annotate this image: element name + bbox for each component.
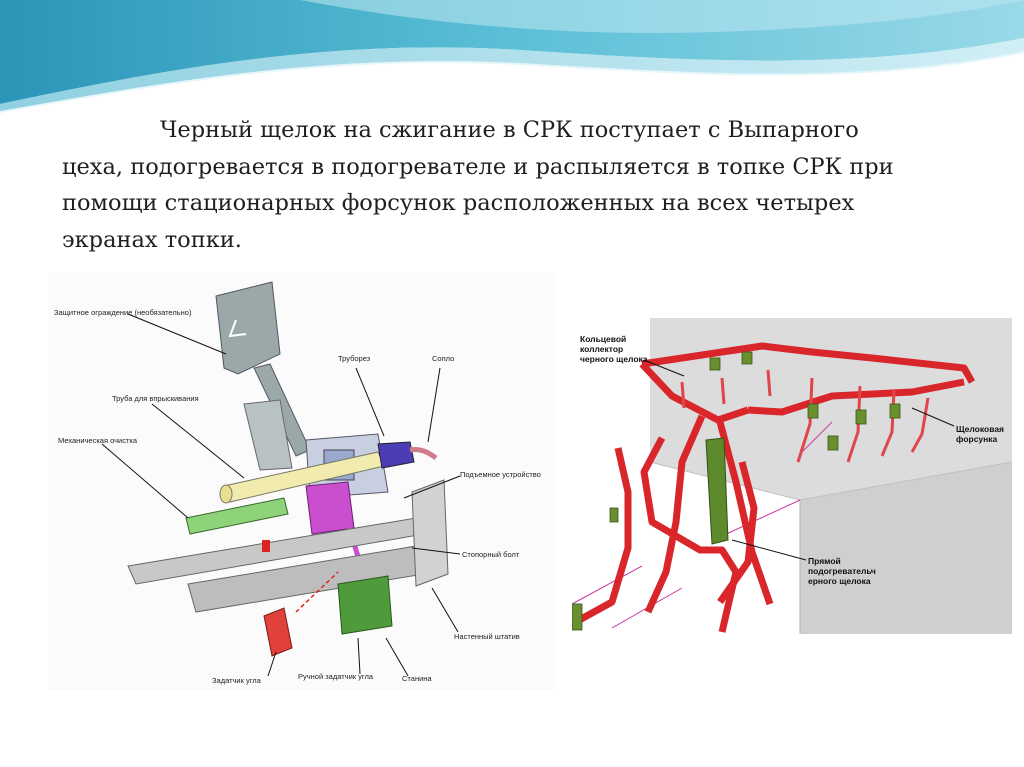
burner-assembly-drawing [101, 281, 461, 677]
label-angle-sensor: Задатчик угла [212, 676, 261, 685]
label-lift: Подъемное устройство [460, 470, 541, 479]
label-nozzle: Сопло [432, 354, 455, 363]
label-pipe-cleaner: Труборез [338, 354, 371, 363]
piping-diagram-drawing [570, 318, 1013, 634]
paragraph-line-1: Черный щелок на сжигание в СРК поступает… [160, 117, 859, 143]
label-guard: Защитное ограждение (необязательно) [54, 308, 192, 317]
piping-diagram-figure: Кольцевой коллектор черного щелока Щелок… [570, 312, 1013, 654]
label-stop-bolt: Стопорный болт [462, 550, 520, 559]
label-direct-heater: Прямой подогревательч ерного щелока [808, 556, 876, 586]
label-frame: Станина [402, 674, 432, 683]
burner-assembly-figure: Защитное ограждение (необязательно) Труб… [48, 272, 556, 690]
paragraph-line-4: экранах топки. [62, 226, 242, 253]
label-mech-clean: Механическая очистка [58, 436, 138, 445]
label-ring-collector: Кольцевой коллектор черного щелока [580, 334, 648, 364]
label-wall-mount: Настенный штатив [454, 632, 520, 641]
paragraph-line-2: цеха, подогревается в подогревателе и ра… [62, 153, 894, 180]
header-waves [0, 0, 1024, 113]
body-paragraph: Черный щелок на сжигание в СРК поступает… [62, 112, 962, 258]
label-spray-pipe: Труба для впрыскивания [112, 394, 199, 403]
label-manual-angle: Ручной задатчик угла [298, 672, 374, 681]
paragraph-line-3: помощи стационарных форсунок расположенн… [62, 190, 855, 216]
label-liquor-nozzle: Щелоковая форсунка [956, 424, 1005, 444]
